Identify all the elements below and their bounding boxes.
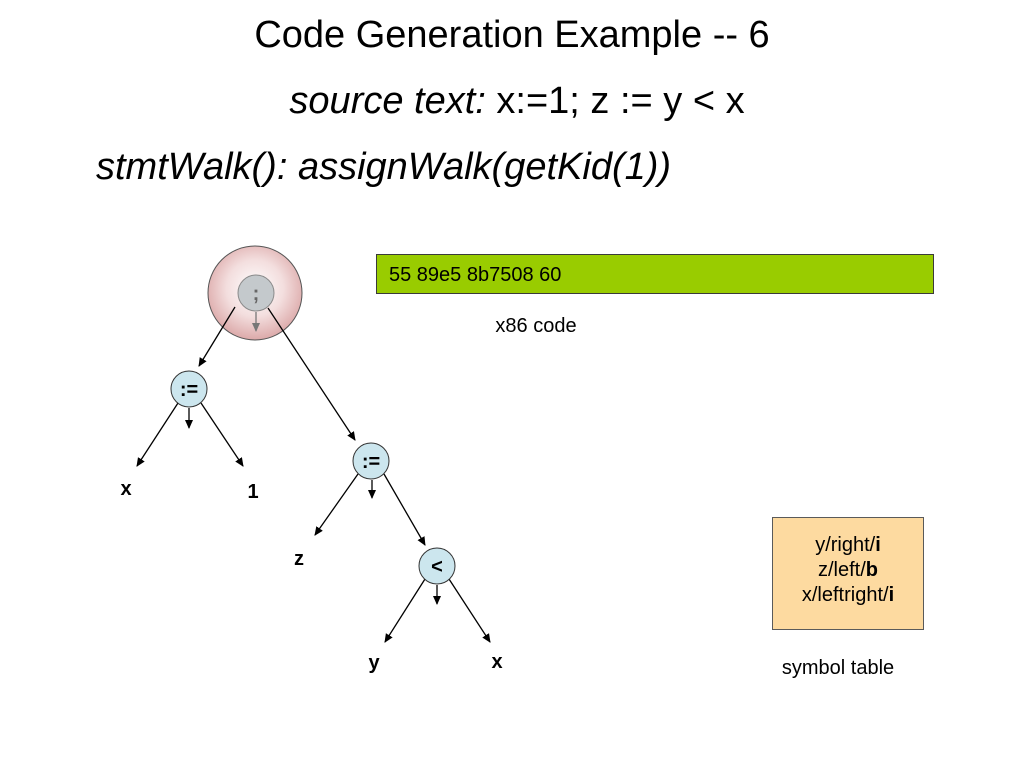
root-node-label: ; <box>253 283 260 305</box>
symbol-table-box: y/right/i z/left/b x/leftright/i <box>772 517 924 630</box>
edge-assign2-z <box>314 473 359 536</box>
assign-node-1-label: := <box>180 379 198 401</box>
symbol-table-caption: symbol table <box>781 657 895 679</box>
edge-assign1-1 <box>200 402 244 467</box>
symbol-row-z: z/left/b <box>773 558 923 583</box>
edge-assign1-x <box>136 402 179 467</box>
assign-node-1: := <box>170 370 208 408</box>
x86-code-box: 55 89e5 8b7508 60 <box>376 254 934 294</box>
less-node-label: < <box>431 556 443 578</box>
symbol-row-z-type: b <box>865 559 878 581</box>
root-node: ; <box>237 274 275 312</box>
edge-less-y <box>384 578 426 643</box>
assign-node-2-label: := <box>362 451 380 473</box>
symbol-row-x-name: x/leftright/ <box>801 584 889 606</box>
leaf-z: z <box>294 548 304 570</box>
source-text-line: source text: x:=1; z := y < x <box>0 78 1024 124</box>
assign-node-2: := <box>352 442 390 480</box>
symbol-row-y: y/right/i <box>773 533 923 558</box>
x86-code-caption: x86 code <box>495 315 577 337</box>
source-text-label: source text: <box>289 80 486 122</box>
page-title: Code Generation Example -- 6 <box>254 14 770 56</box>
edge-less-x <box>448 578 491 643</box>
symbol-row-y-type: i <box>875 534 881 556</box>
source-text-value: x:=1; z := y < x <box>485 80 745 122</box>
less-node: < <box>418 547 456 585</box>
edge-assign2-less <box>383 473 426 546</box>
leaf-x-2: x <box>491 651 502 673</box>
symbol-row-y-name: y/right/ <box>815 534 876 556</box>
symbol-row-x-type: i <box>888 584 895 606</box>
edge-root-assign2 <box>267 307 356 441</box>
symbol-row-x: x/leftright/i <box>773 583 923 608</box>
walk-call: stmtWalk(): assignWalk(getKid(1)) <box>96 146 672 188</box>
symbol-row-z-name: z/left/ <box>817 559 866 581</box>
leaf-x-1: x <box>120 478 131 500</box>
leaf-y: y <box>368 652 380 674</box>
edge-root-assign1 <box>198 306 236 367</box>
leaf-1: 1 <box>247 481 258 503</box>
